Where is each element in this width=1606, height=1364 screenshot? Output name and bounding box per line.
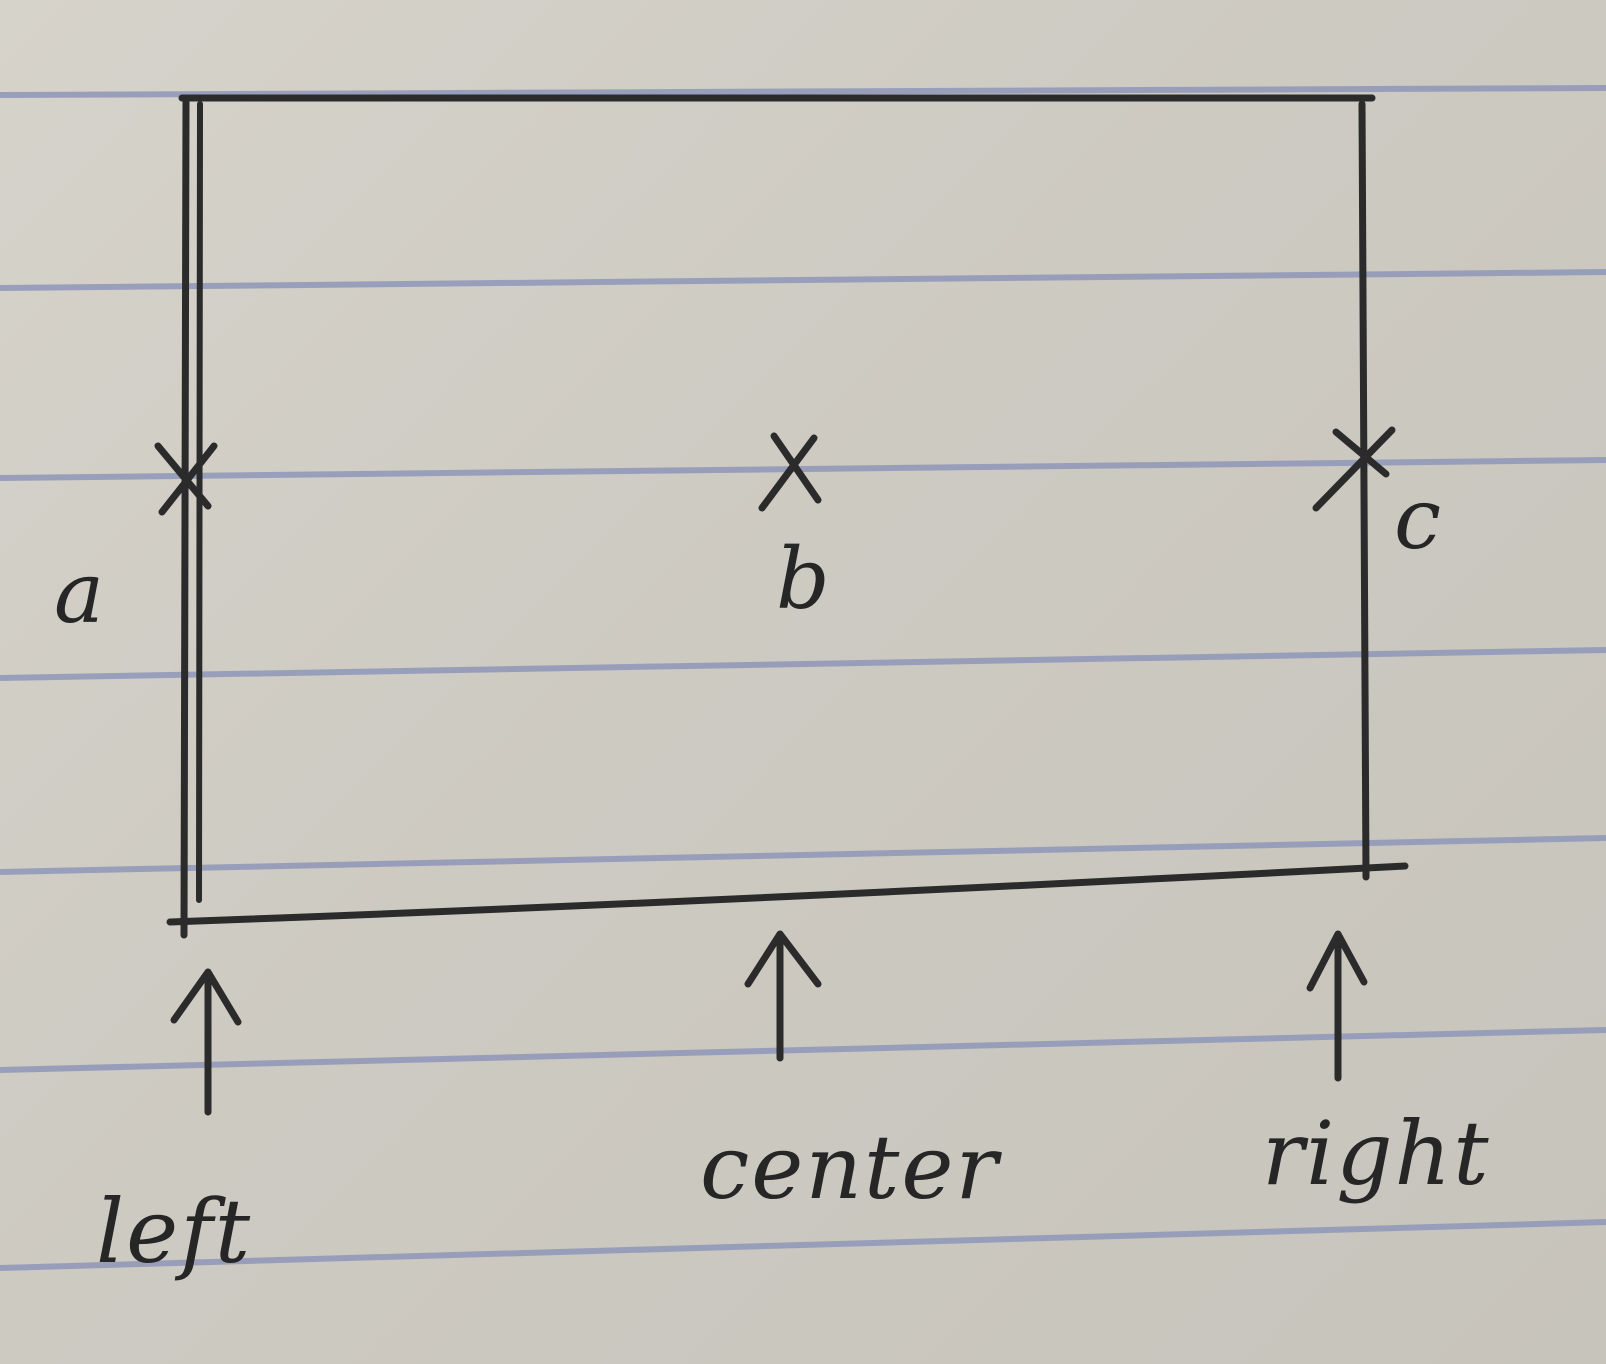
arrow-right <box>1306 930 1368 1082</box>
position-left-label: left <box>96 1180 252 1283</box>
frame-rectangle <box>166 94 1409 939</box>
point-a-marker <box>154 442 218 516</box>
position-center-label: center <box>700 1116 1002 1219</box>
rule-line <box>0 85 1606 98</box>
frame-right-edge <box>1358 100 1370 881</box>
arrow-left <box>170 968 242 1116</box>
point-c-label: c <box>1394 470 1441 568</box>
frame-left-edge-double <box>196 101 203 903</box>
point-a-label: a <box>54 544 104 642</box>
rule-line <box>0 1027 1606 1073</box>
ruled-lines <box>0 85 1606 1271</box>
rule-line <box>0 1219 1606 1271</box>
point-b-label: b <box>776 530 830 628</box>
rule-line <box>0 835 1606 875</box>
arrow-center <box>744 930 822 1062</box>
frame-bottom-edge <box>166 862 1409 926</box>
position-right-label: right <box>1262 1102 1491 1205</box>
frame-left-edge <box>180 96 190 939</box>
rule-line <box>0 269 1606 291</box>
rule-line <box>0 457 1606 481</box>
rule-line <box>0 647 1606 681</box>
point-c-marker <box>1312 426 1396 512</box>
point-b-marker <box>758 432 822 512</box>
